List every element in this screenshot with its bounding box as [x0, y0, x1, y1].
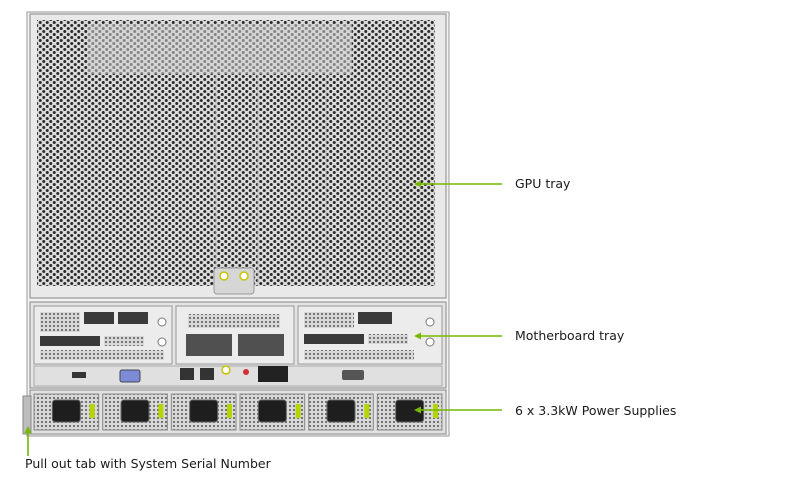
- gpu-tray-top-vent: [88, 24, 352, 74]
- bmc-port: [258, 366, 288, 382]
- power-supplies-label: 6 x 3.3kW Power Supplies: [515, 403, 677, 418]
- pull-out-tab-label: Pull out tab with System Serial Number: [25, 456, 271, 471]
- motherboard-tray: [29, 301, 447, 389]
- psu-latch: [227, 404, 232, 418]
- psu-latch: [158, 404, 164, 418]
- power-inlet: [395, 399, 425, 423]
- psu-latch: [89, 404, 95, 418]
- callout-arrow-pull-tab: [24, 426, 32, 433]
- power-supply-unit: [170, 393, 237, 431]
- callout-arrow-motherboard: [414, 332, 421, 340]
- callout-lines: [24, 180, 502, 456]
- power-inlet: [257, 399, 287, 423]
- gpu-tray-screw-left: [219, 271, 229, 281]
- rj45-port-2: [200, 368, 214, 380]
- callout-arrow-psu: [414, 406, 421, 414]
- gpu-tray-screw-right: [239, 271, 249, 281]
- power-inlet: [51, 399, 81, 423]
- power-inlet: [120, 399, 150, 423]
- power-supply-unit: [102, 393, 168, 431]
- power-supply-unit: [308, 393, 374, 431]
- rj45-port-1: [180, 368, 194, 380]
- power-supply-bay: [29, 389, 447, 435]
- gpu-tray-label: GPU tray: [515, 176, 571, 191]
- usb-port: [72, 372, 86, 378]
- psu-latch: [433, 404, 438, 418]
- led-indicator: [243, 369, 249, 375]
- gpu-tray-latch: [213, 267, 255, 295]
- power-inlet: [189, 399, 219, 423]
- power-supply-unit: [376, 393, 443, 431]
- mb-io-strip: [33, 365, 443, 387]
- motherboard-tray-label: Motherboard tray: [515, 328, 625, 343]
- power-supply-unit: [239, 393, 306, 431]
- vga-port: [119, 369, 141, 383]
- pull-out-tab: [22, 395, 32, 435]
- gpu-tray: [29, 13, 447, 299]
- power-button: [221, 365, 231, 375]
- power-inlet: [326, 399, 356, 423]
- callout-arrow-gpu: [414, 180, 421, 188]
- power-supply-unit: [33, 393, 100, 431]
- serial-port: [342, 370, 364, 380]
- psu-latch: [364, 404, 370, 418]
- psu-latch: [295, 404, 301, 418]
